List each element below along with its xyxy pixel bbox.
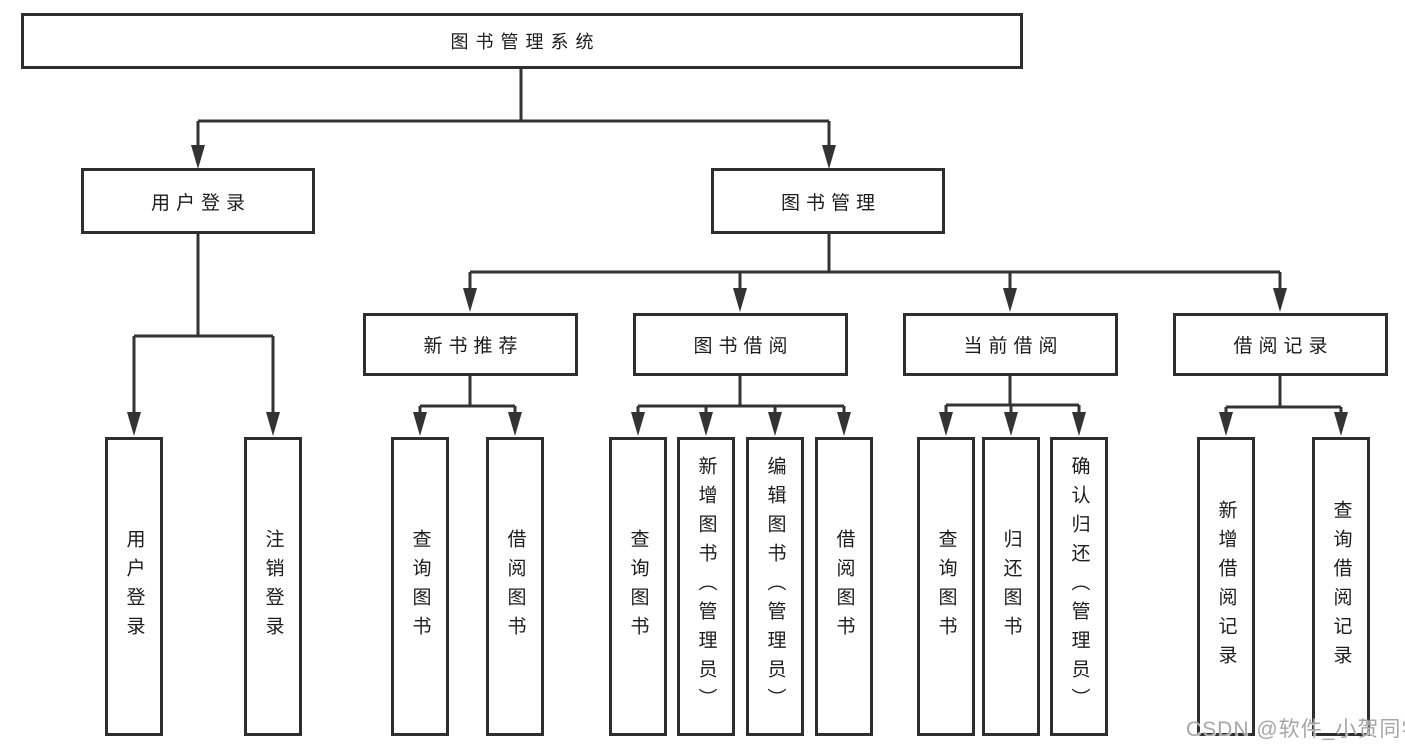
node-label: 归还图书 — [1000, 528, 1022, 645]
node-label: 用户登录 — [123, 528, 145, 645]
leaf-query-books-recommend: 查询图书 — [391, 437, 449, 736]
connector-new-book — [418, 376, 517, 416]
leaf-borrow-books-recommend: 借阅图书 — [486, 437, 544, 736]
node-label: 图书管理 — [780, 192, 881, 214]
node-book-management: 图书管理 — [711, 168, 945, 234]
leaf-user-login: 用户登录 — [105, 437, 163, 736]
leaf-query-borrow-record: 查询借阅记录 — [1312, 437, 1370, 736]
node-label: 新增图书（管理员） — [695, 456, 717, 717]
node-book-borrow: 图书借阅 — [633, 313, 848, 376]
node-label: 用户登录 — [150, 192, 251, 214]
node-label: 新书推荐 — [423, 336, 524, 357]
csdn-watermark: CSDN @软件_小贺同学 — [1186, 718, 1405, 741]
node-label: 当前借阅 — [963, 336, 1064, 357]
node-label: 查询图书 — [627, 528, 649, 645]
connector-root — [196, 69, 831, 150]
connector-book-borrow — [636, 376, 846, 416]
node-borrow-records: 借阅记录 — [1173, 313, 1388, 376]
node-label: 确认归还（管理员） — [1068, 456, 1090, 717]
node-label: 编辑图书（管理员） — [764, 456, 786, 717]
node-root-system: 图书管理系统 — [21, 13, 1023, 69]
connector-book-management — [468, 234, 1282, 293]
leaf-query-books-current: 查询图书 — [917, 437, 975, 736]
leaf-borrow-books: 借阅图书 — [815, 437, 873, 736]
node-label: 借阅图书 — [504, 528, 526, 645]
node-label: 注销登录 — [262, 528, 284, 645]
node-label: 查询图书 — [935, 528, 957, 645]
node-user-login: 用户登录 — [81, 168, 315, 234]
node-label: 图书管理系统 — [450, 32, 601, 52]
connector-current-borrow — [944, 376, 1081, 416]
node-label: 查询图书 — [409, 528, 431, 645]
leaf-logout: 注销登录 — [244, 437, 302, 736]
node-label: 查询借阅记录 — [1330, 499, 1352, 674]
leaf-add-borrow-record: 新增借阅记录 — [1197, 437, 1255, 736]
node-current-borrow: 当前借阅 — [903, 313, 1118, 376]
node-new-book-recommend: 新书推荐 — [363, 313, 578, 376]
node-label: 新增借阅记录 — [1215, 499, 1237, 674]
connector-borrow-records — [1224, 376, 1343, 416]
node-label: 借阅记录 — [1233, 336, 1334, 357]
arrowheads — [127, 145, 1348, 436]
leaf-query-books-borrow: 查询图书 — [609, 437, 667, 736]
node-label: 借阅图书 — [833, 528, 855, 645]
leaf-edit-book-admin: 编辑图书（管理员） — [746, 437, 804, 736]
connector-user-login — [132, 234, 275, 416]
node-label: 图书借阅 — [693, 336, 794, 357]
leaf-confirm-return-admin: 确认归还（管理员） — [1050, 437, 1108, 736]
leaf-add-book-admin: 新增图书（管理员） — [677, 437, 735, 736]
leaf-return-book: 归还图书 — [982, 437, 1040, 736]
